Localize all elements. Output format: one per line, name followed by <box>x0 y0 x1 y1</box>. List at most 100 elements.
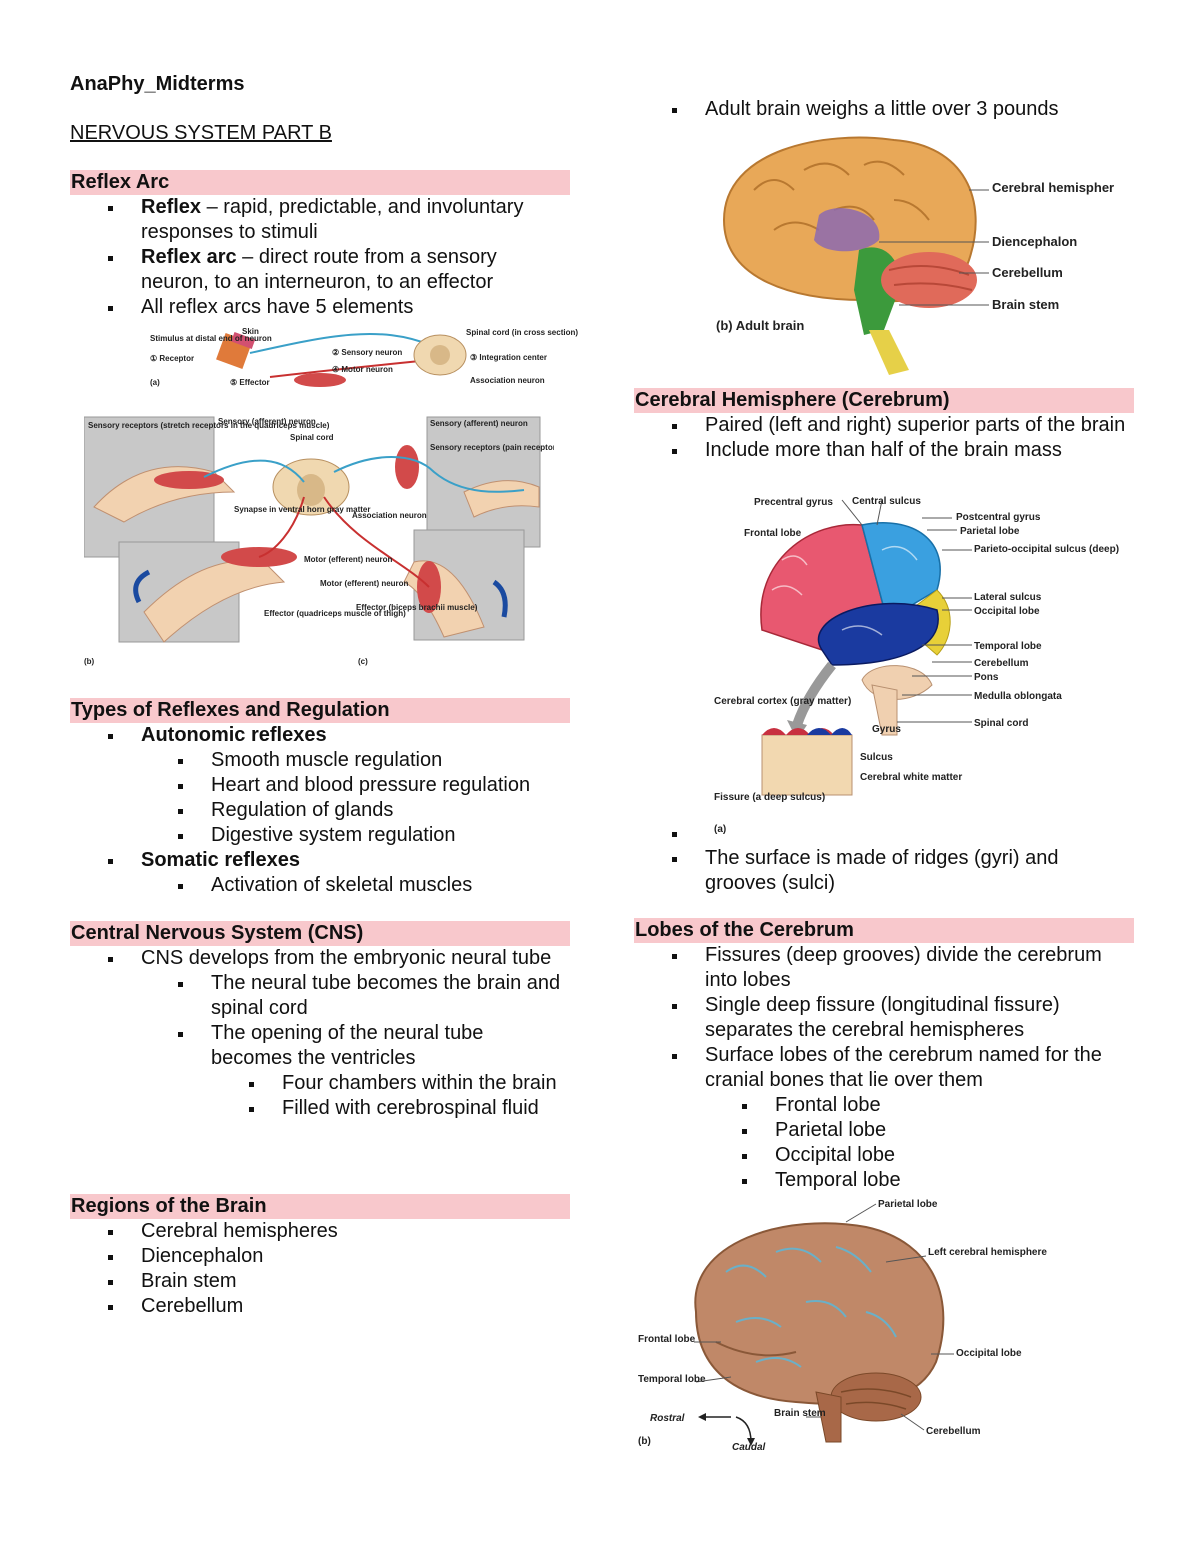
label-frontal: Frontal lobe <box>744 528 802 539</box>
list-item: Parietal lobe <box>634 1118 1134 1143</box>
label-parietal-b: Parietal lobe <box>878 1199 938 1210</box>
label-association: Association neuron <box>470 376 545 385</box>
label-sensory-afferent-2: Sensory (afferent) neuron <box>430 419 528 428</box>
section-heading: Central Nervous System (CNS) <box>70 921 570 946</box>
list-item: ​ <box>634 821 1134 846</box>
label-central-sulcus: Central sulcus <box>852 496 921 507</box>
label-temporal-b: Temporal lobe <box>638 1374 706 1385</box>
list-item: Reflex – rapid, predictable, and involun… <box>70 195 570 245</box>
lobes-list: Fissures (deep grooves) divide the cereb… <box>634 943 1134 1193</box>
list-item: Autonomic reflexes <box>70 723 570 748</box>
list-item: The opening of the neural tube becomes t… <box>70 1021 570 1071</box>
document-title: AnaPhy_Midterms <box>70 73 245 95</box>
label-fissure: Fissure (a deep sulcus) <box>714 792 825 803</box>
label-pons: Pons <box>974 672 999 683</box>
label-occipital-b: Occipital lobe <box>956 1348 1022 1359</box>
label-panel-b-brain: (b) <box>638 1436 651 1447</box>
document-subtitle: NERVOUS SYSTEM PART B <box>70 122 332 144</box>
label-cortex: Cerebral cortex (gray matter) <box>714 696 851 707</box>
label-cerebral-hemisphere: Cerebral hemisphere <box>992 180 1114 195</box>
label-rostral: Rostral <box>650 1413 685 1424</box>
label-integration: ③ Integration center <box>470 353 547 362</box>
label-sensory-neuron: ② Sensory neuron <box>332 348 402 357</box>
list-item: Reflex arc – direct route from a sensory… <box>70 245 570 295</box>
list-item: Include more than half of the brain mass <box>634 438 1134 463</box>
reflex-arc-figure-bc: Sensory receptors (stretch receptors in … <box>84 412 554 672</box>
list-item: Surface lobes of the cerebrum named for … <box>634 1043 1134 1093</box>
label-temporal: Temporal lobe <box>974 641 1042 652</box>
list-item: All reflex arcs have 5 elements <box>70 295 570 320</box>
label-brain-stem: Brain stem <box>992 297 1059 312</box>
list-item: Somatic reflexes <box>70 848 570 873</box>
section-types-of-reflexes: Types of Reflexes and Regulation Autonom… <box>70 698 570 898</box>
label-sulcus: Sulcus <box>860 752 893 763</box>
label-gyrus: Gyrus <box>872 724 901 735</box>
label-effector-biceps: Effector (biceps brachii muscle) <box>356 603 478 612</box>
label-skin: Skin <box>242 327 259 336</box>
label-left-hemisphere: Left cerebral hemisphere <box>928 1247 1047 1258</box>
section-heading: Cerebral Hemisphere (Cerebrum) <box>634 388 1134 413</box>
list-item: Cerebral hemispheres <box>70 1219 570 1244</box>
label-panel-a-brain: (a) <box>714 824 726 835</box>
list-item: Fissures (deep grooves) divide the cereb… <box>634 943 1134 993</box>
label-panel-c: (c) <box>358 657 368 666</box>
label-spinal-cord-a: Spinal cord <box>974 718 1028 729</box>
label-synapse: Synapse in ventral horn gray matter <box>234 505 371 514</box>
list-item: Adult brain weighs a little over 3 pound… <box>634 97 1134 122</box>
real-brain-figure: Parietal lobe Left cerebral hemisphere F… <box>636 1192 1056 1462</box>
label-occipital: Occipital lobe <box>974 606 1040 617</box>
label-cerebellum-b: Cerebellum <box>926 1426 981 1437</box>
label-frontal-b: Frontal lobe <box>638 1334 696 1345</box>
label-motor-2: Motor (efferent) neuron <box>320 579 409 588</box>
list-item: Filled with cerebrospinal fluid <box>70 1096 570 1121</box>
list-item: Frontal lobe <box>634 1093 1134 1118</box>
section-reflex-arc: Reflex Arc Reflex – rapid, predictable, … <box>70 170 570 320</box>
cerebrum-list: Paired (left and right) superior parts o… <box>634 413 1134 463</box>
list-item: The neural tube becomes the brain and sp… <box>70 971 570 1021</box>
label-medulla: Medulla oblongata <box>974 691 1062 702</box>
list-item: Smooth muscle regulation <box>70 748 570 773</box>
label-parieto-occipital: Parieto-occipital sulcus (deep) <box>974 544 1119 555</box>
label-postcentral: Postcentral gyrus <box>956 512 1041 523</box>
label-parietal: Parietal lobe <box>960 526 1020 537</box>
section-heading: Types of Reflexes and Regulation <box>70 698 570 723</box>
list-item: Temporal lobe <box>634 1168 1134 1193</box>
list-item: Regulation of glands <box>70 798 570 823</box>
label-brain-stem-b: Brain stem <box>774 1408 826 1419</box>
section-lobes: Lobes of the Cerebrum Fissures (deep gro… <box>634 918 1134 1193</box>
label-motor-neuron: ④ Motor neuron <box>332 365 393 374</box>
label-motor-1: Motor (efferent) neuron <box>304 555 393 564</box>
label-spinal-cord: Spinal cord (in cross section) <box>466 328 578 337</box>
adult-brain-caption: (b) Adult brain <box>716 318 804 333</box>
label-pain-receptors: Sensory receptors (pain receptors in the… <box>430 443 554 452</box>
label-precentral: Precentral gyrus <box>754 497 833 508</box>
regions-list: Cerebral hemispheres Diencephalon Brain … <box>70 1219 570 1319</box>
list-item: Cerebellum <box>70 1294 570 1319</box>
label-cerebellum-a: Cerebellum <box>974 658 1029 669</box>
cerebrum-lobes-figure: Precentral gyrus Central sulcus Postcent… <box>712 490 1132 835</box>
label-association-b: Association neuron <box>352 511 427 520</box>
reflex-list: Reflex – rapid, predictable, and involun… <box>70 195 570 320</box>
label-panel-b: (b) <box>84 657 95 666</box>
list-item: The surface is made of ridges (gyri) and… <box>634 846 1134 896</box>
label-effector: ⑤ Effector <box>230 378 270 387</box>
reflex-arc-figure-a: Stimulus at distal end of neuron ① Recep… <box>150 325 600 395</box>
list-item: Brain stem <box>70 1269 570 1294</box>
list-item: Activation of skeletal muscles <box>70 873 570 898</box>
label-cerebellum: Cerebellum <box>992 265 1063 280</box>
cns-list: CNS develops from the embryonic neural t… <box>70 946 570 1121</box>
adult-brain-figure: Cerebral hemisphere Diencephalon Cerebel… <box>714 130 1114 380</box>
section-heading: Reflex Arc <box>70 170 570 195</box>
section-cerebral-hemisphere: Cerebral Hemisphere (Cerebrum) Paired (l… <box>634 388 1134 463</box>
list-item: Occipital lobe <box>634 1143 1134 1168</box>
label-sensory-receptors: Sensory receptors (stretch receptors in … <box>88 421 330 430</box>
label-sensory-afferent-1: Sensory (afferent) neuron <box>218 417 316 426</box>
label-diencephalon: Diencephalon <box>992 234 1077 249</box>
reflex-types-list: Autonomic reflexes Smooth muscle regulat… <box>70 723 570 898</box>
list-item: Heart and blood pressure regulation <box>70 773 570 798</box>
list-item: Paired (left and right) superior parts o… <box>634 413 1134 438</box>
label-lateral-sulcus: Lateral sulcus <box>974 592 1042 603</box>
label-white-matter: Cerebral white matter <box>860 772 962 783</box>
section-adult-brain: Adult brain weighs a little over 3 pound… <box>634 97 1134 122</box>
section-heading: Lobes of the Cerebrum <box>634 918 1134 943</box>
